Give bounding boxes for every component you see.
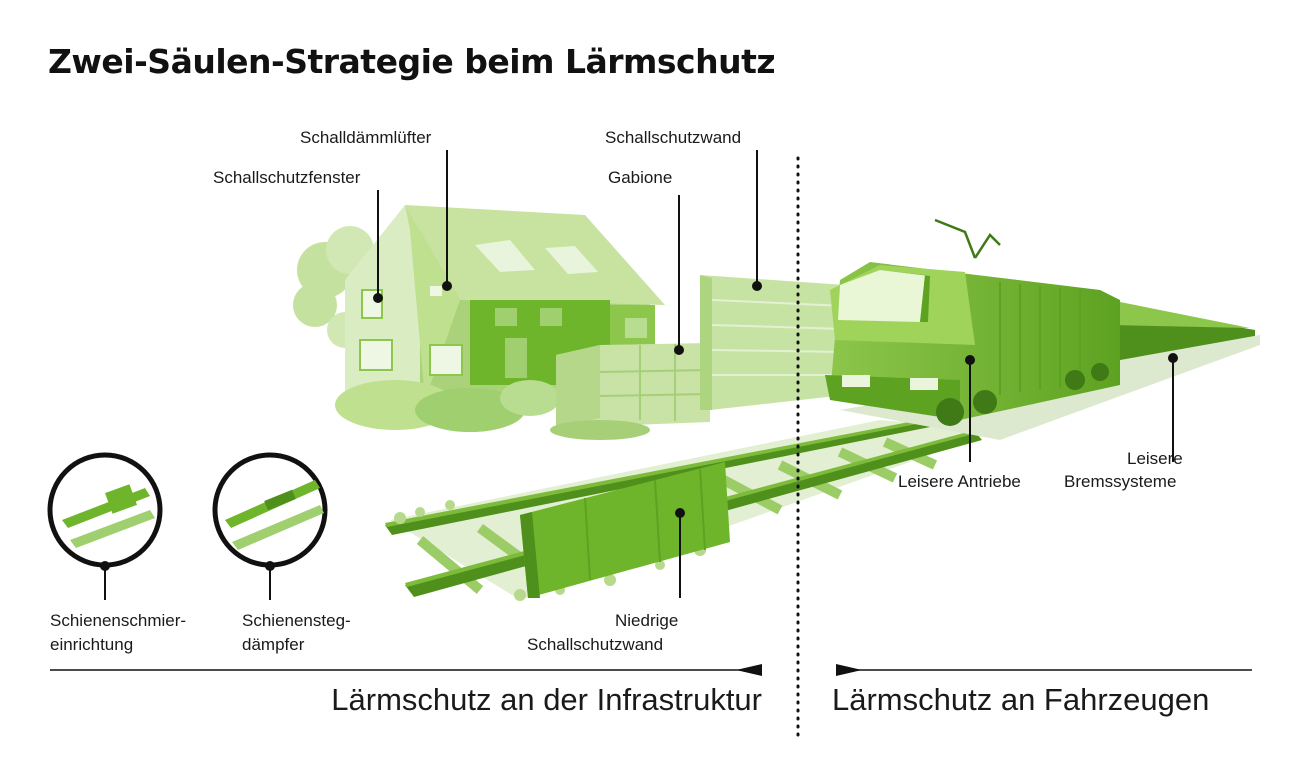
label-schienenschmier-line1: Schienenschmier- (50, 611, 186, 630)
railway-track (385, 418, 1000, 601)
callout-dots (100, 281, 1178, 571)
detail-rail-web-damper (212, 452, 328, 568)
label-schienenschmier-line2: einrichtung (50, 635, 133, 654)
train (825, 218, 1260, 440)
label-schalldaemmluefter: Schalldämmlüfter (300, 128, 432, 147)
detail-rail-lubricator (47, 452, 163, 568)
label-schienensteg-line2: dämpfer (242, 635, 305, 654)
noise-barrier (700, 275, 846, 410)
label-schallschutzwand: Schallschutzwand (605, 128, 741, 147)
label-niedrige-line1: Niedrige (615, 611, 678, 630)
section-vehicles: Lärmschutz an Fahrzeugen (832, 682, 1209, 717)
label-leisere-bremssysteme-line1: Leisere (1127, 449, 1183, 468)
page-title: Zwei-Säulen-Strategie beim Lärmschutz (48, 42, 776, 81)
leader-lines (104, 150, 1174, 600)
gabion-wall (550, 343, 711, 440)
label-schienensteg-line1: Schienensteg- (242, 611, 351, 630)
label-leisere-antriebe: Leisere Antriebe (898, 472, 1021, 491)
label-leisere-bremssysteme-line2: Bremssysteme (1064, 472, 1176, 491)
label-schallschutzfenster: Schallschutzfenster (213, 168, 361, 187)
section-infrastructure: Lärmschutz an der Infrastruktur (331, 682, 762, 717)
label-gabione: Gabione (608, 168, 672, 187)
label-niedrige-line2: Schallschutzwand (527, 635, 663, 654)
section-arrows (50, 664, 1252, 676)
